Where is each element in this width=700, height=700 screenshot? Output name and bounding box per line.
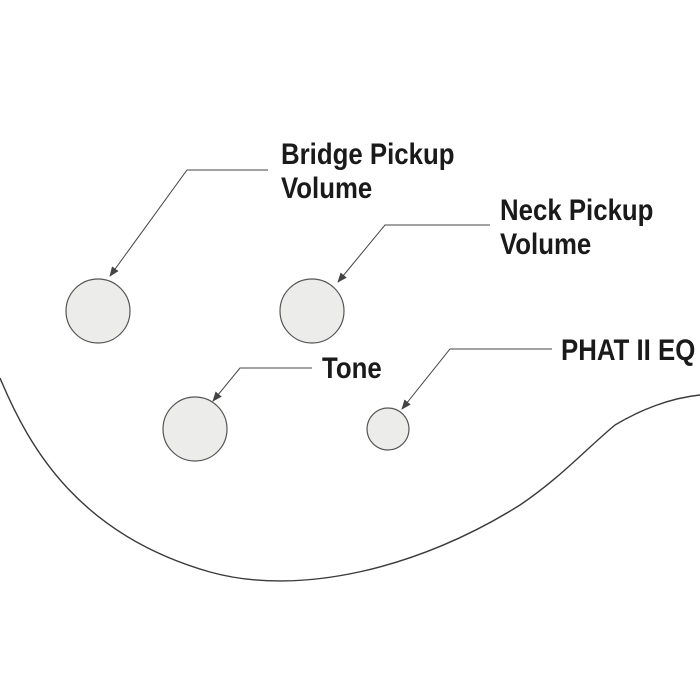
tone-leader-line (212, 367, 312, 402)
neck-pickup-volume-label: Neck Pickup Volume (500, 194, 653, 262)
neck-label-line2: Volume (500, 228, 592, 261)
body-outline (0, 377, 700, 582)
bridge-volume-knob (65, 278, 131, 344)
phat-label-line1: PHAT II EQ (561, 334, 696, 367)
phat-leader-line (401, 348, 552, 410)
neck-label-line1: Neck Pickup (500, 194, 654, 227)
phat-eq-knob (366, 407, 410, 451)
bridge-label-line1: Bridge Pickup (281, 138, 455, 171)
bridge-label-line2: Volume (281, 172, 373, 205)
neck-leader-line (337, 224, 490, 283)
bridge-leader-line (109, 169, 268, 277)
tone-label: Tone (322, 352, 382, 386)
tone-knob (162, 396, 228, 462)
bridge-pickup-volume-label: Bridge Pickup Volume (281, 138, 454, 206)
phat-eq-label: PHAT II EQ (561, 334, 695, 368)
tone-label-line1: Tone (322, 352, 382, 385)
neck-volume-knob (279, 278, 345, 344)
